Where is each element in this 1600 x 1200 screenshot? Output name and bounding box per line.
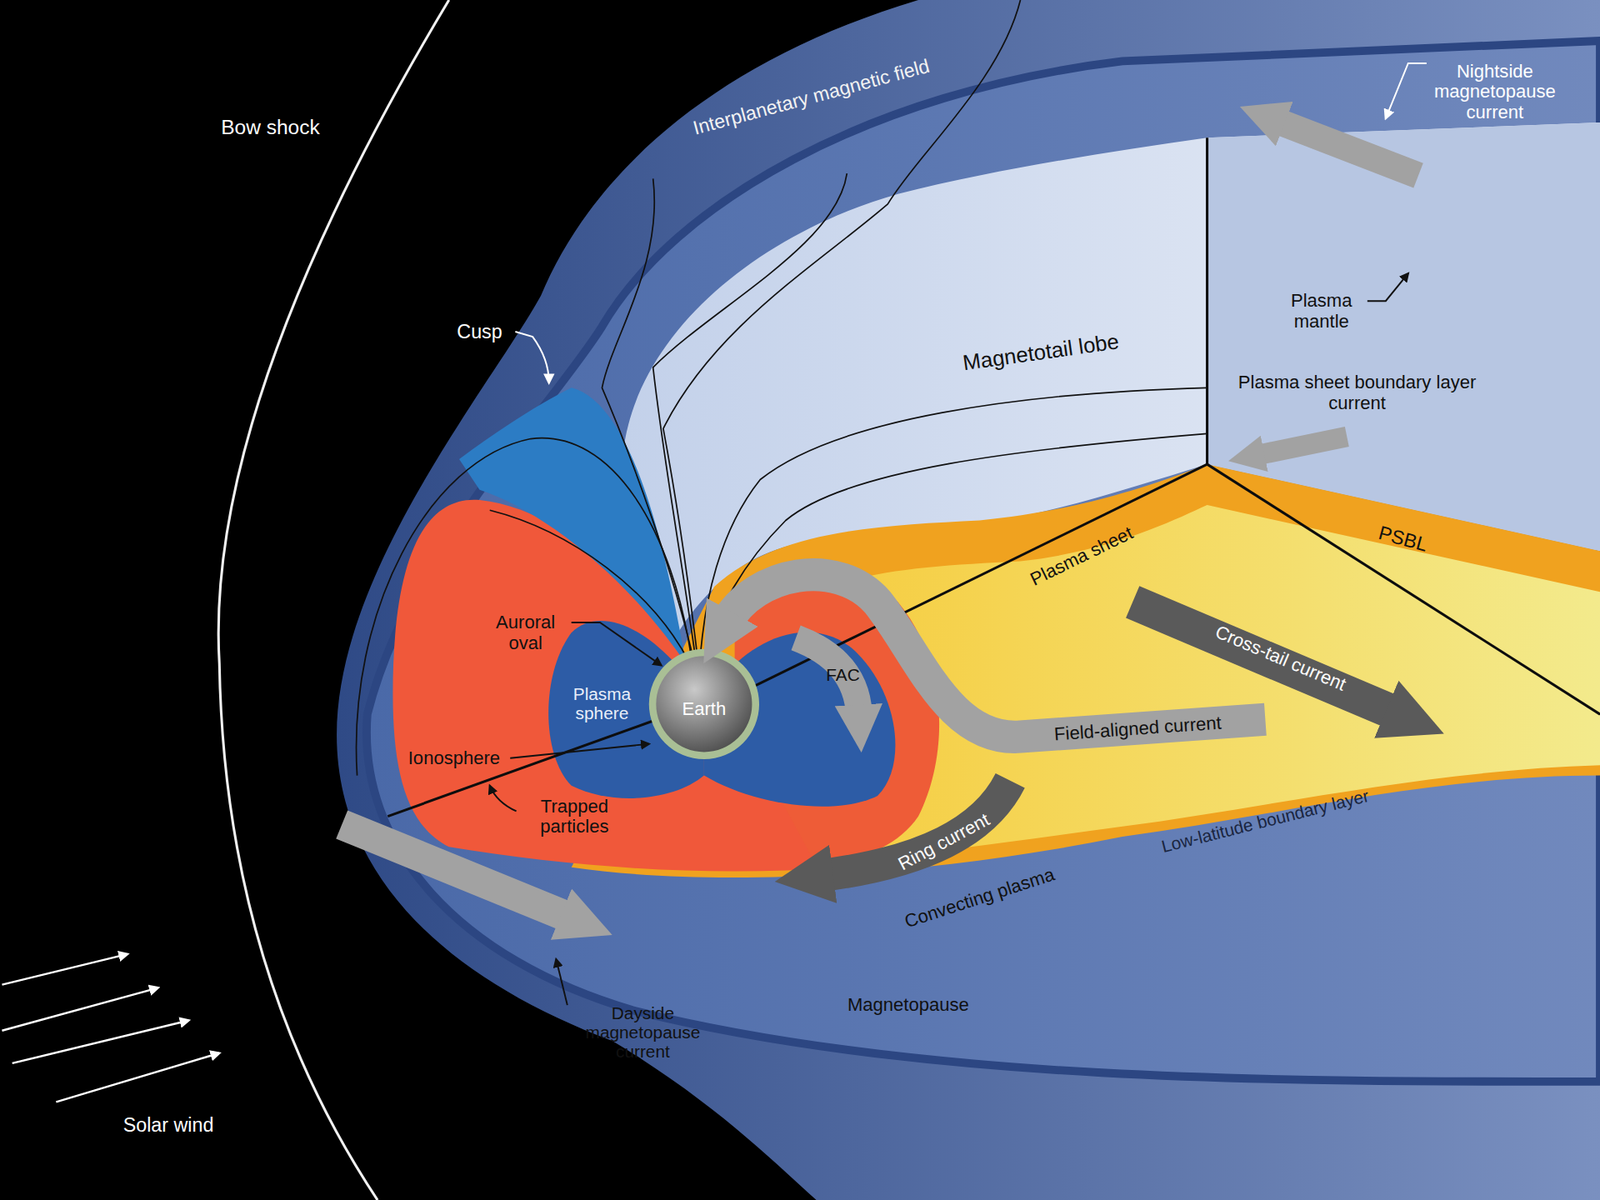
current-label: Nightside magnetopause current <box>1418 60 1572 123</box>
region-label: Ionosphere <box>408 747 500 769</box>
bow-shock-curve <box>218 0 450 1200</box>
ionosphere-ring <box>649 649 760 760</box>
current-arrows <box>341 120 1419 919</box>
plasma-sheet <box>714 505 1600 868</box>
current-label: FAC <box>825 665 860 685</box>
field-lines <box>356 0 1208 776</box>
region-label: Plasma sphere <box>566 685 639 725</box>
white-leader-lines <box>515 63 1426 383</box>
region-label: Plasma mantle <box>1275 290 1368 332</box>
magnetosheath <box>336 0 1600 1200</box>
axis-lines <box>387 137 1600 816</box>
current-label: Plasma sheet boundary layer current <box>1219 372 1495 414</box>
region-label: Cusp <box>456 320 502 343</box>
flow-label: Solar wind <box>123 1115 215 1137</box>
region-label: Trapped particles <box>518 795 631 837</box>
region-label: Bow shock <box>220 115 320 139</box>
current-label: Dayside magnetopause current <box>566 1003 720 1062</box>
region-label: Auroral oval <box>480 612 572 654</box>
solar-wind-arrows <box>1 954 220 1103</box>
planet-label: Earth <box>682 699 727 720</box>
earth-globe <box>655 655 752 752</box>
region-label: Magnetopause <box>847 995 970 1016</box>
